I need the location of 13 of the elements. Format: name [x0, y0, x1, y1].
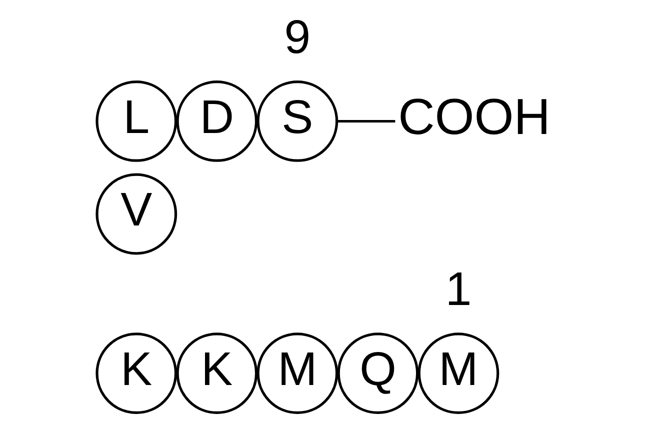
node-circle: L [96, 80, 178, 162]
node-circle: M [418, 332, 500, 414]
node-circle: Q [337, 332, 419, 414]
node-circle: S [256, 80, 338, 162]
node-label: 1 [445, 263, 472, 316]
node-label: 9 [284, 11, 311, 64]
node-circle: D [176, 80, 258, 162]
connector [337, 120, 396, 122]
node-circle: M [256, 332, 338, 414]
node-circle: K [96, 332, 178, 414]
node-circle: V [96, 173, 178, 255]
node-text: COOH [398, 88, 550, 145]
node-circle: K [176, 332, 258, 414]
